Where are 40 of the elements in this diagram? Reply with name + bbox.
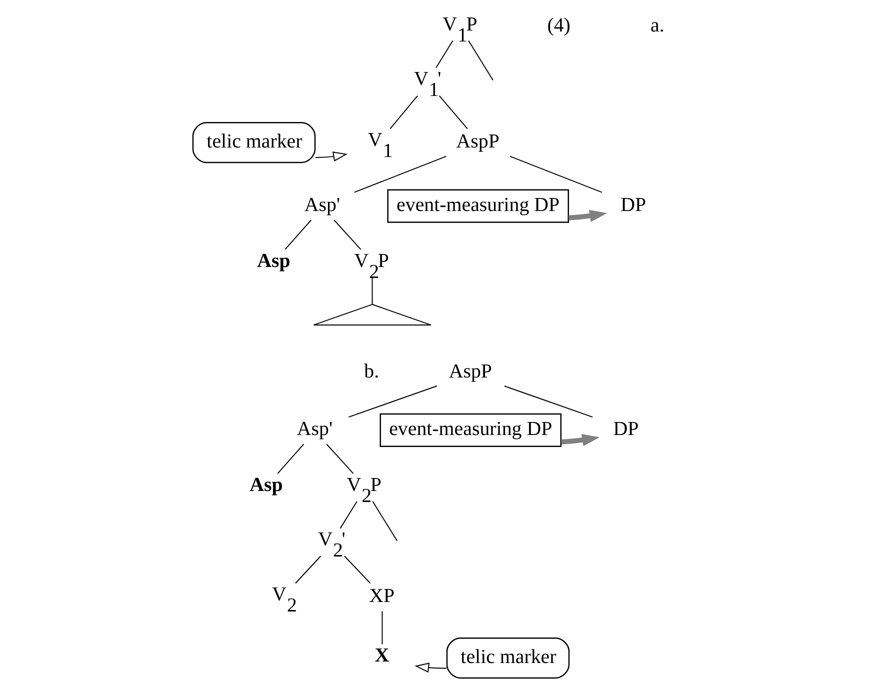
connector [333, 220, 361, 250]
connector [353, 156, 446, 193]
connector [343, 556, 370, 584]
node-triangle [312, 304, 431, 326]
connector [381, 610, 382, 645]
connector [371, 276, 372, 305]
node-box: telic marker [192, 122, 316, 164]
connector [503, 386, 593, 418]
connector [372, 500, 398, 542]
connector [435, 40, 453, 68]
label: (4) [546, 14, 570, 36]
connector [294, 556, 321, 584]
node-box: telic marker [446, 637, 570, 679]
connector [389, 95, 418, 130]
node-text: Asp' [304, 194, 340, 216]
arrow [414, 662, 447, 673]
node-text: DP [612, 418, 638, 440]
label: b. [364, 360, 379, 383]
arrow [314, 152, 348, 162]
node-text: Asp [256, 250, 290, 272]
connector [276, 444, 304, 474]
node-text: Asp [249, 474, 282, 496]
arrow [568, 210, 607, 222]
node-box: event-measuring DP [379, 413, 562, 447]
connector [326, 444, 354, 474]
connector [438, 95, 468, 130]
node-text: X [374, 644, 389, 667]
node-text: XP [368, 584, 394, 607]
node-text: AspP [456, 130, 499, 152]
connector [284, 220, 312, 250]
node-text: DP [620, 194, 646, 216]
connector [339, 500, 357, 529]
arrow [560, 434, 600, 446]
connector [348, 386, 437, 418]
node-box: event-measuring DP [386, 189, 568, 223]
node-text: Asp' [296, 418, 332, 440]
connector [468, 40, 493, 81]
label: a. [650, 14, 664, 36]
connector [508, 156, 602, 193]
node-text: AspP [448, 360, 492, 383]
